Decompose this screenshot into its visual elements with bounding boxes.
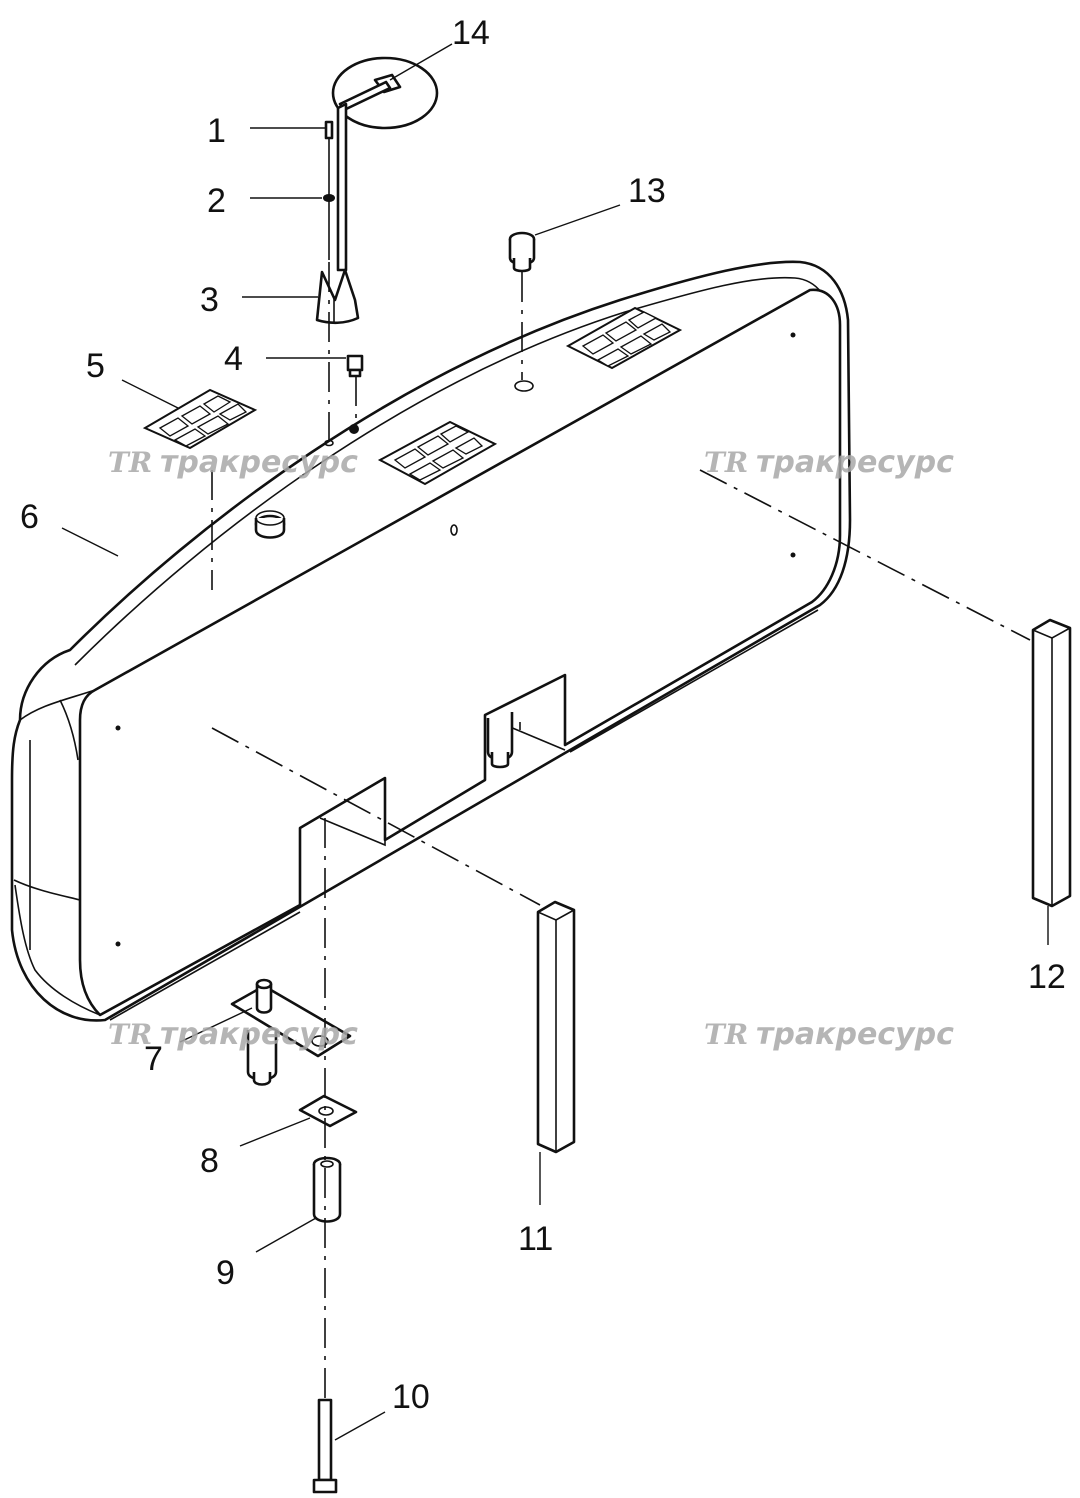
label-4: 4 [224,340,243,378]
svg-text:TR: TR [108,446,152,479]
label-14: 14 [452,14,490,52]
label-12: 12 [1028,958,1066,996]
label-8: 8 [200,1142,219,1180]
rubber-pad-left [142,388,258,450]
svg-text:TR: TR [108,1018,152,1051]
svg-text:TR: TR [704,1018,748,1051]
bar-11 [536,900,576,1154]
watermark-top-left: TR тракресурс [108,445,358,480]
label-6: 6 [20,498,39,536]
label-7: 7 [144,1040,163,1078]
label-3: 3 [200,281,219,319]
bar-12 [1031,618,1072,908]
counterweight-body [10,260,852,1022]
lower-assembly [230,978,358,1494]
label-10: 10 [392,1378,430,1416]
leader-lines [61,43,1049,1441]
label-13: 13 [628,172,666,210]
rubber-pad-center [377,420,498,486]
label-5: 5 [86,347,105,385]
watermark-bottom-left: TR тракресурс [108,1017,358,1052]
assembly-axes [211,262,1031,1400]
svg-text:тракресурс: тракресурс [756,445,954,480]
label-11: 11 [518,1220,553,1258]
pin-under-body [486,712,514,769]
watermark-top-right: TR тракресурс [704,445,954,480]
label-9: 9 [216,1254,235,1292]
svg-text:TR: TR [704,446,748,479]
svg-text:тракресурс: тракресурс [160,445,358,480]
rubber-pad-right [565,306,683,370]
label-1: 1 [207,112,226,150]
label-2: 2 [207,182,226,220]
part-labels: 1 2 3 4 5 6 7 8 9 10 11 12 13 14 [20,14,1066,1416]
svg-text:тракресурс: тракресурс [756,1017,954,1052]
mirror-stand [315,56,536,378]
watermark-bottom-right: TR тракресурс [704,1017,954,1052]
svg-text:тракресурс: тракресурс [160,1017,358,1052]
